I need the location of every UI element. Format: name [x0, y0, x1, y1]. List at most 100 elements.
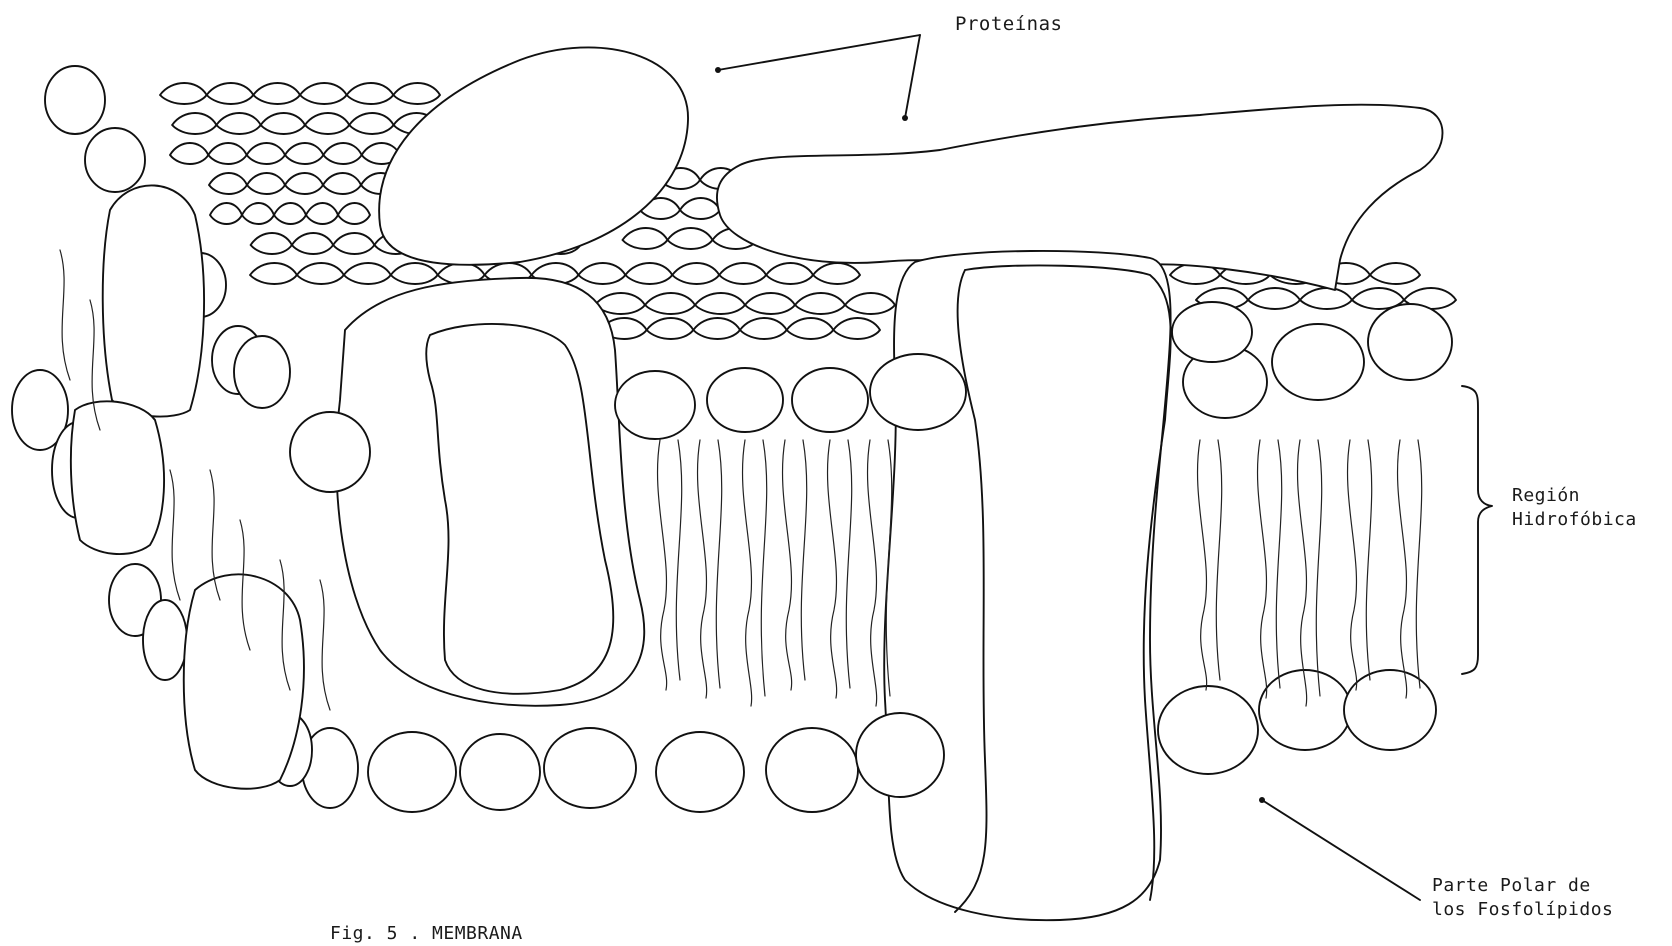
lipid-head — [766, 728, 858, 812]
surface-scale — [740, 318, 787, 339]
lipid-tail — [761, 440, 766, 696]
surface-scale — [833, 318, 880, 339]
lipid-tail — [1198, 440, 1207, 690]
surface-scale — [625, 263, 672, 284]
surface-scale — [795, 293, 845, 314]
lipid-head — [143, 600, 187, 680]
polar-part-label: Parte Polar de los Fosfolípidos — [1432, 874, 1613, 922]
surface-scale — [578, 263, 625, 284]
surface-scale — [1370, 263, 1420, 284]
surface-scale — [160, 83, 207, 104]
lipid-head-large — [71, 401, 164, 554]
figure-caption: Fig. 5 . MEMBRANA — [330, 922, 523, 946]
lipid-tail — [846, 440, 851, 688]
surface-scale — [695, 293, 745, 314]
protein-pointer-dot-1 — [715, 67, 721, 73]
surface-scale — [323, 173, 361, 194]
surface-scale — [208, 143, 246, 164]
hydrophobic-region-label: Región Hidrofóbica — [1512, 484, 1637, 532]
surface-scale — [787, 318, 834, 339]
surface-scale — [253, 83, 300, 104]
lipid-tail — [1348, 440, 1357, 690]
surface-scale — [672, 263, 719, 284]
surface-scale — [693, 318, 740, 339]
surface-scale — [1300, 288, 1352, 309]
lipid-head — [290, 412, 370, 492]
lipid-tail — [1258, 440, 1267, 698]
surface-scale — [170, 143, 208, 164]
surface-scale — [647, 318, 694, 339]
surface-scale — [300, 83, 347, 104]
surface-scale — [645, 293, 695, 314]
lipid-head — [870, 354, 966, 430]
lipid-tail — [1216, 440, 1221, 680]
lipid-head — [368, 732, 456, 812]
lipid-tail — [658, 440, 667, 690]
lipid-tail — [170, 470, 180, 600]
surface-scale — [251, 233, 292, 254]
surface-scale — [347, 83, 394, 104]
surface-scale — [207, 83, 254, 104]
integral-protein-left — [336, 278, 644, 706]
lipid-head — [1158, 686, 1258, 774]
polar-pointer — [1262, 800, 1420, 900]
surface-scale — [349, 113, 393, 134]
lipid-head — [792, 368, 868, 432]
surface-scale — [745, 293, 795, 314]
surface-scale — [323, 143, 361, 164]
surface-scale — [1248, 288, 1300, 309]
protein-pointer-2 — [905, 35, 920, 118]
surface-scale — [333, 233, 374, 254]
hydrophobic-label-line-2: Hidrofóbica — [1512, 508, 1637, 532]
surface-scale — [216, 113, 260, 134]
lipid-tail — [801, 440, 806, 680]
surface-scale — [250, 263, 297, 284]
proteins-label: Proteínas — [955, 12, 1062, 36]
lipid-tail — [1298, 440, 1307, 706]
lipid-head-large — [184, 574, 304, 788]
lipid-head — [656, 732, 744, 812]
surface-scale — [344, 263, 391, 284]
surface-scale — [172, 113, 216, 134]
polar-pointer-dot — [1259, 797, 1265, 803]
surface-scale — [242, 203, 274, 224]
peripheral-protein-oval — [379, 47, 688, 264]
surface-scale — [209, 173, 247, 194]
surface-scale — [297, 263, 344, 284]
hydrophobic-bracket — [1462, 386, 1492, 674]
lipid-tail — [1398, 440, 1407, 698]
surface-scale — [813, 263, 860, 284]
lipid-tail — [716, 440, 721, 688]
surface-scale — [680, 198, 720, 219]
lipid-tail — [698, 440, 707, 698]
lipid-tail — [1416, 440, 1421, 688]
lipid-head — [460, 734, 540, 810]
surface-scale — [261, 113, 305, 134]
lipid-head — [85, 128, 145, 192]
lipid-tail — [60, 250, 70, 380]
lipid-tail — [828, 440, 837, 698]
lipid-head — [856, 713, 944, 797]
polar-label-line-1: Parte Polar de — [1432, 874, 1613, 898]
lipid-head — [45, 66, 105, 134]
lipid-head — [234, 336, 290, 408]
lipid-head — [1344, 670, 1436, 750]
surface-scale — [285, 143, 323, 164]
surface-scale — [668, 228, 713, 249]
surface-scale — [306, 203, 338, 224]
surface-scale — [623, 228, 668, 249]
surface-scale — [766, 263, 813, 284]
surface-scale — [719, 263, 766, 284]
lipid-tail — [1316, 440, 1321, 696]
side-lipid-heads — [12, 66, 370, 789]
lipid-tail — [868, 440, 877, 706]
protein-pointer-dot-2 — [902, 115, 908, 121]
surface-scale — [845, 293, 895, 314]
surface-scale — [305, 113, 349, 134]
surface-scale — [338, 203, 370, 224]
lipid-tail — [743, 440, 752, 706]
lipid-tail — [1366, 440, 1371, 680]
lipid-tail — [783, 440, 792, 690]
lipid-head — [615, 371, 695, 439]
